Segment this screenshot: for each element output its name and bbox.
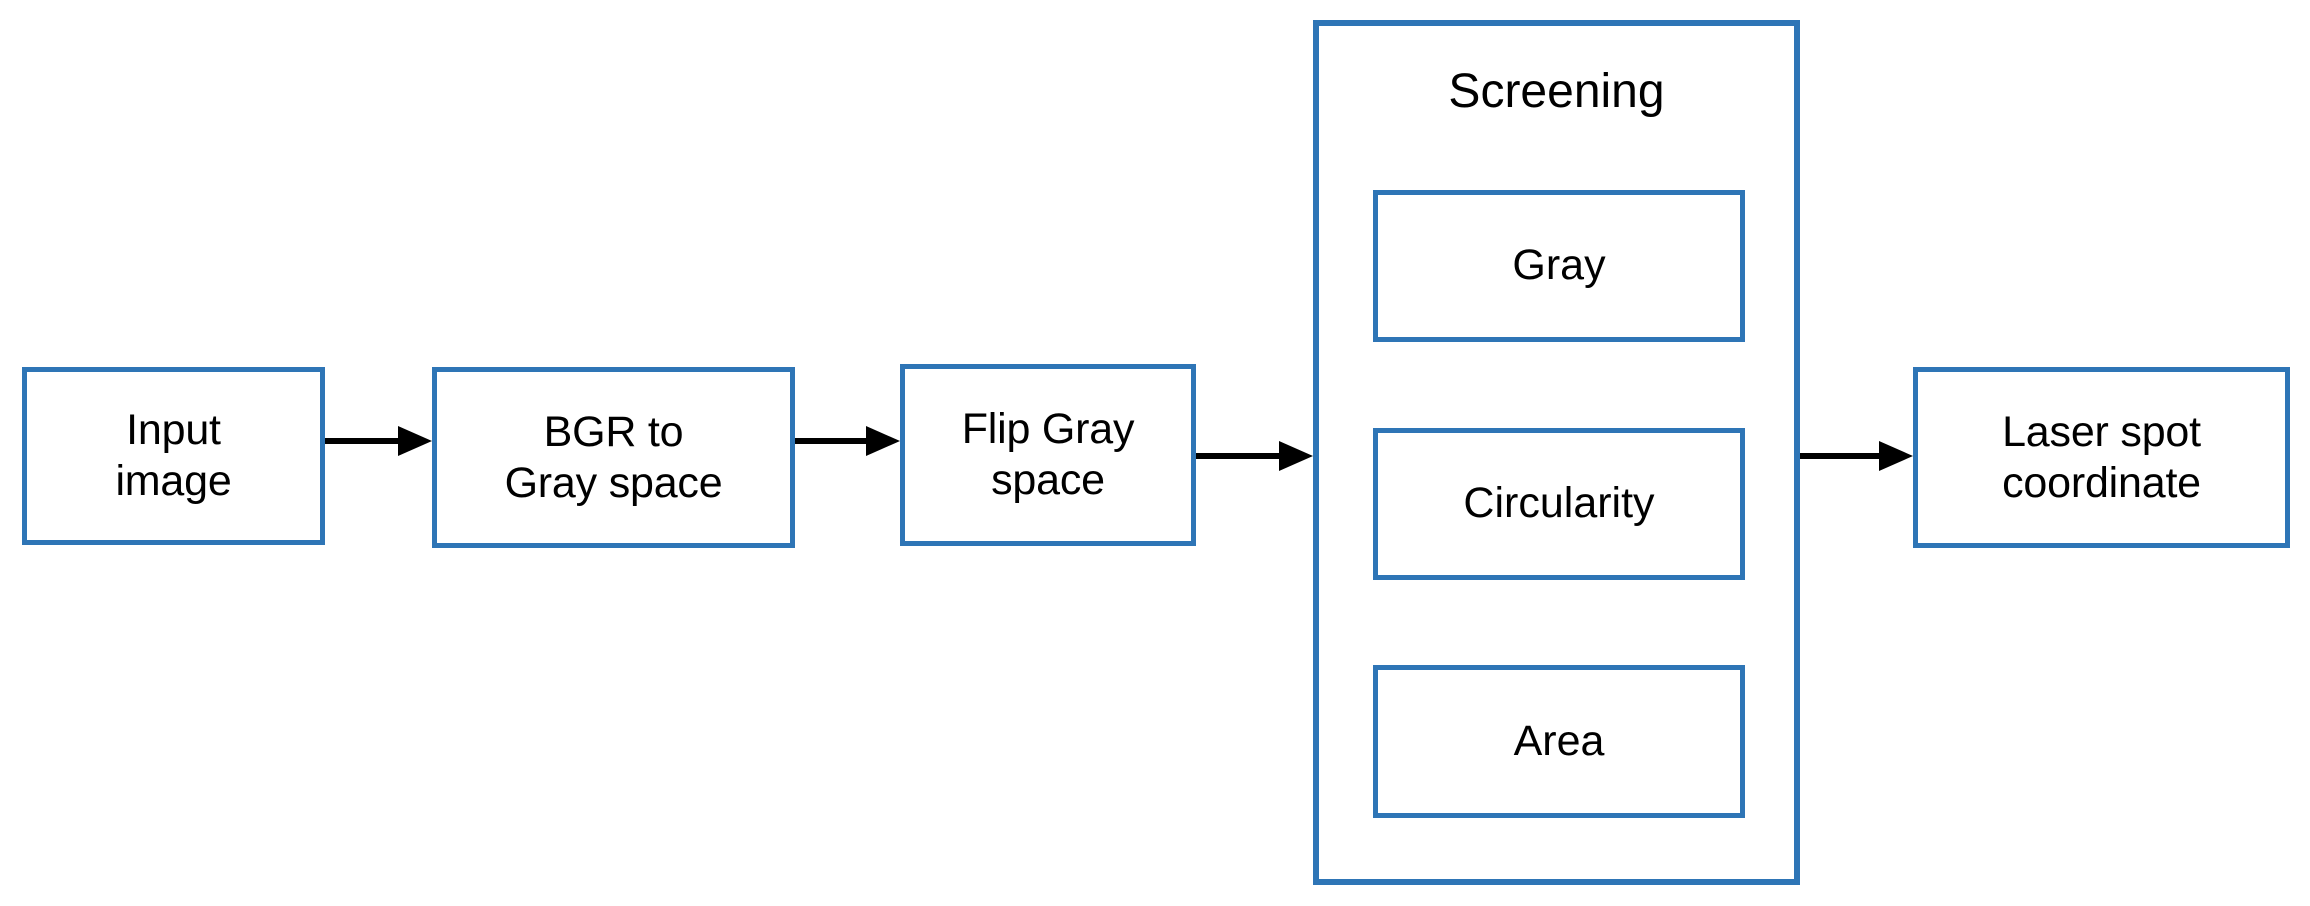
arrow-flip-to-screening	[1196, 441, 1313, 471]
node-flip-gray-space: Flip Gray space	[900, 364, 1196, 546]
arrow-bgr-to-flip	[795, 426, 900, 456]
group-screening-title: Screening	[1448, 65, 1665, 118]
subnode-gray: Gray	[1373, 190, 1745, 342]
node-input-image: Input image	[22, 367, 325, 545]
node-bgr-to-gray-space: BGR to Gray space	[432, 367, 795, 548]
subnode-circularity-label: Circularity	[1463, 479, 1655, 528]
node-laser-spot-coordinate-label: Laser spot coordinate	[2002, 407, 2201, 507]
arrow-screening-to-laser	[1800, 441, 1913, 471]
arrow-input-to-bgr	[325, 426, 432, 456]
node-laser-spot-coordinate: Laser spot coordinate	[1913, 367, 2290, 548]
subnode-area-label: Area	[1513, 716, 1605, 765]
subnode-circularity: Circularity	[1373, 428, 1745, 580]
node-flip-gray-space-label: Flip Gray space	[961, 405, 1135, 504]
node-bgr-to-gray-space-label: BGR to Gray space	[504, 407, 723, 507]
subnode-gray-label: Gray	[1512, 241, 1606, 290]
node-input-image-label: Input image	[115, 406, 232, 505]
subnode-area: Area	[1373, 665, 1745, 818]
